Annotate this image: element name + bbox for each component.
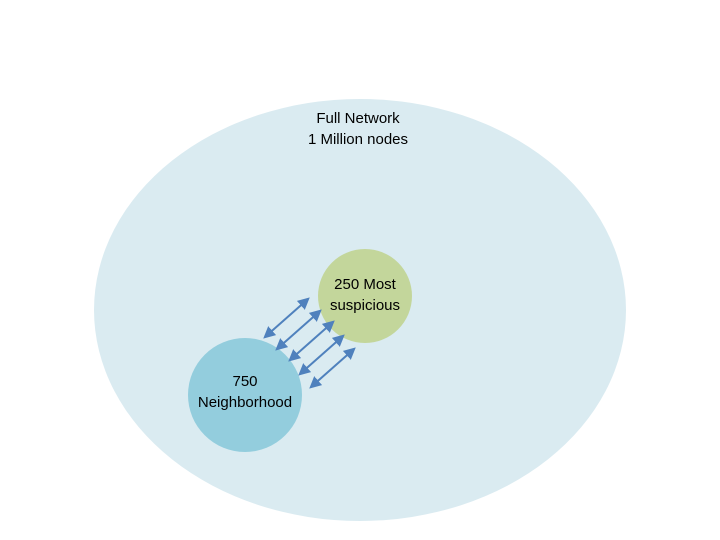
connection-arrow — [309, 347, 356, 389]
neighborhood-circle — [188, 338, 302, 452]
full-network-count: 1 Million nodes — [307, 131, 409, 148]
full-network-label: Full Network 1 Million nodes — [258, 108, 458, 150]
connection-arrows — [263, 297, 356, 389]
suspicious-circle — [318, 249, 412, 343]
suspicious-count: 250 Most — [334, 276, 396, 293]
suspicious-title: suspicious — [329, 297, 401, 314]
neighborhood-title: Neighborhood — [197, 394, 293, 411]
suspicious-label: 250 Most suspicious — [315, 274, 415, 316]
neighborhood-label: 750 Neighborhood — [185, 371, 305, 413]
full-network-title: Full Network — [316, 110, 400, 127]
neighborhood-count: 750 — [232, 373, 258, 390]
